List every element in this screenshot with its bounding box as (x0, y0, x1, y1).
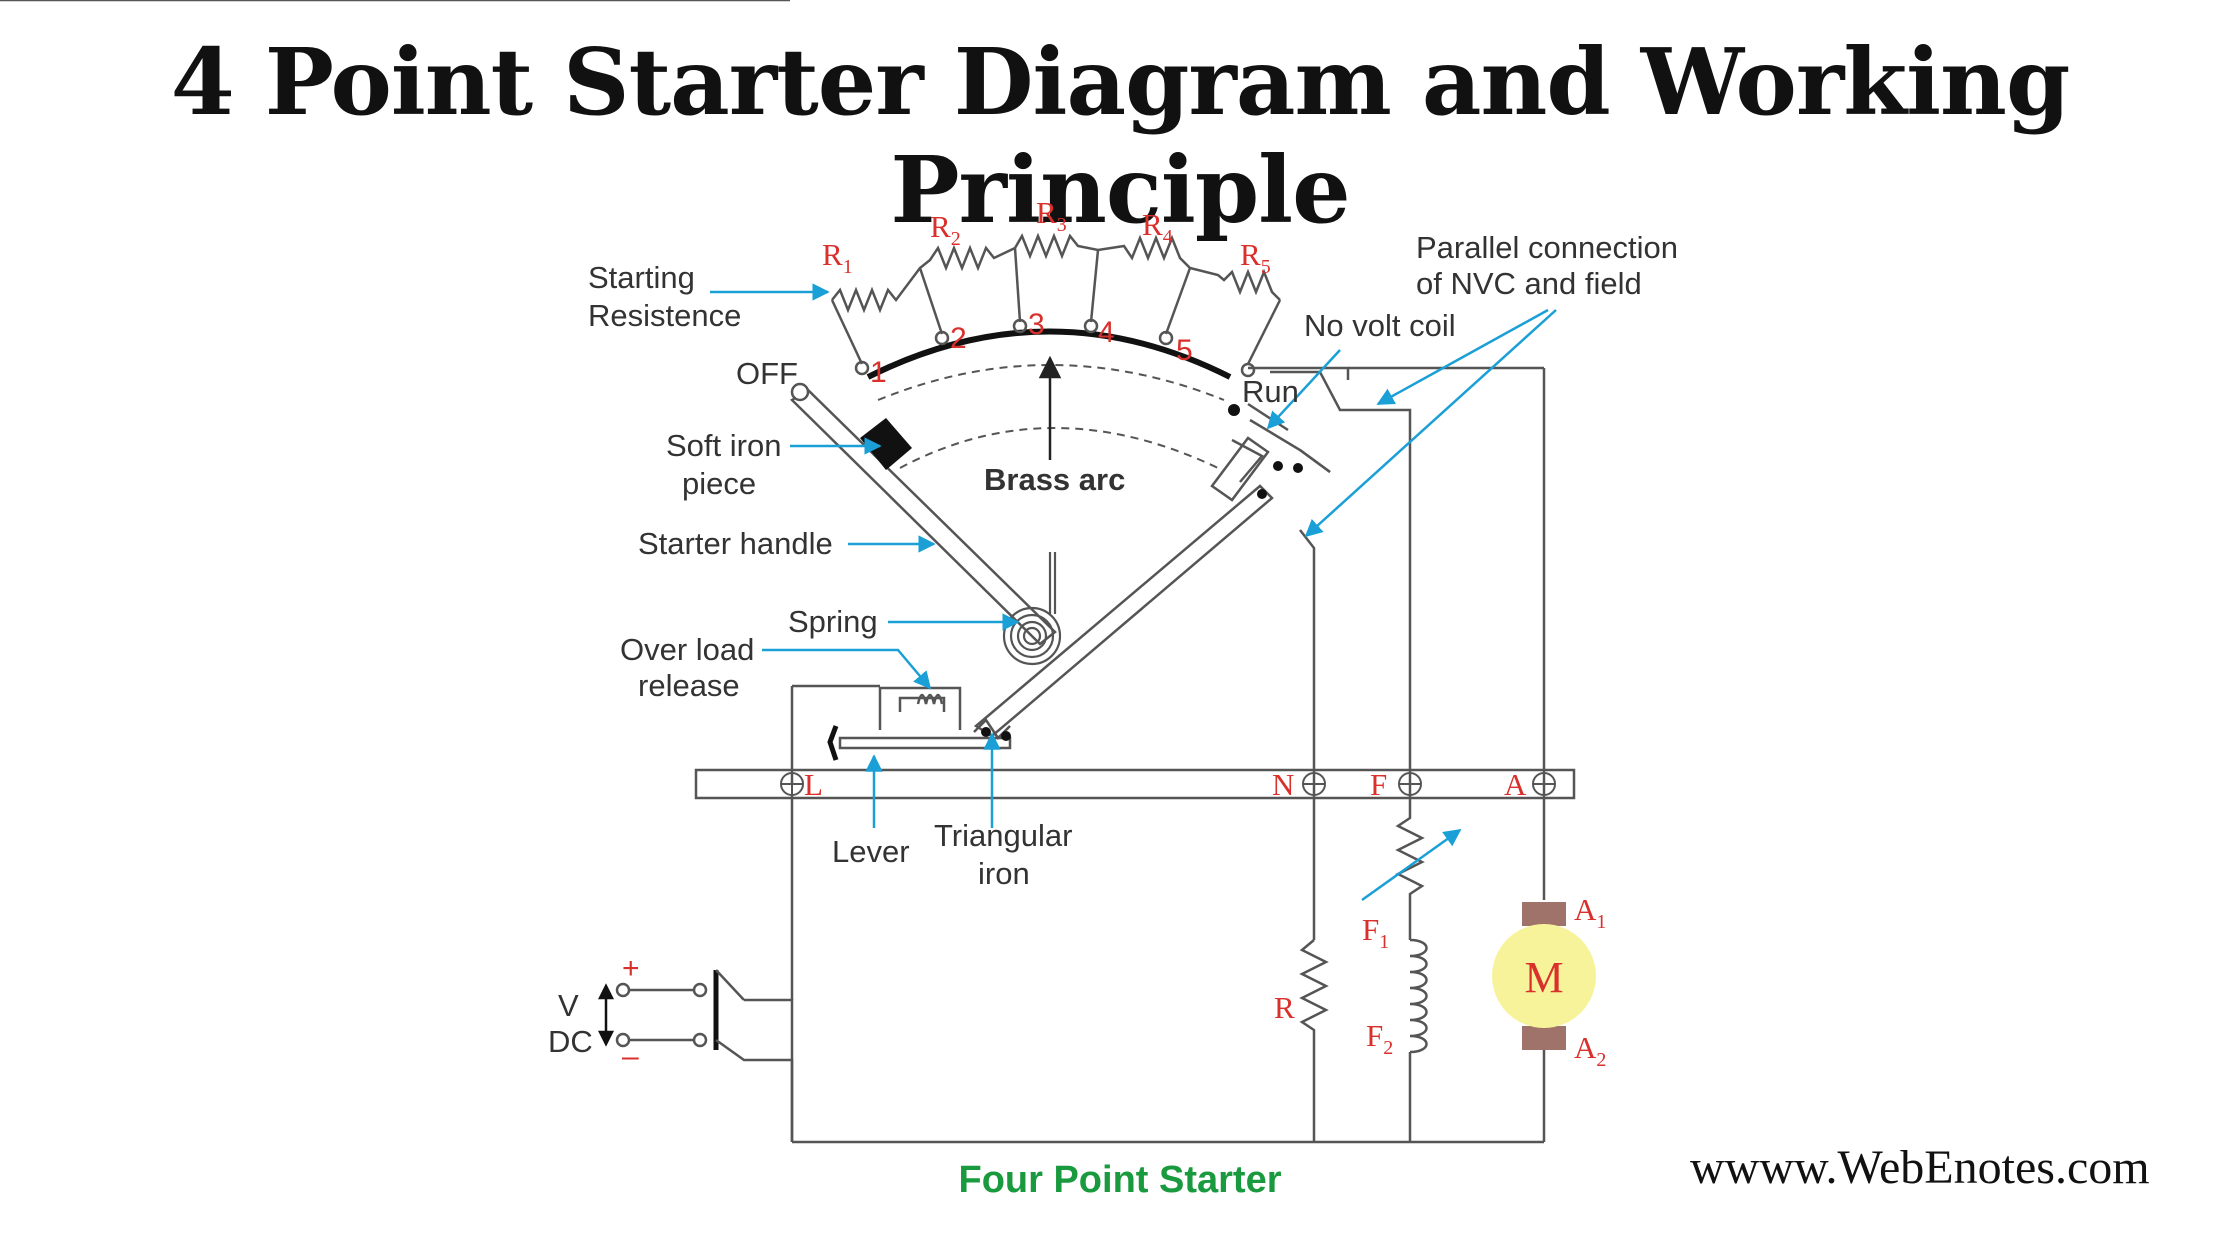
circuit-wires (744, 366, 1546, 1144)
label-lever: Lever (832, 834, 910, 869)
spring (1002, 552, 1062, 666)
resistor-label-2: R2 (930, 209, 961, 250)
stud-number-3: 3 (1028, 308, 1045, 341)
nvc-dot-2 (1293, 463, 1303, 473)
label-soft-iron-line1: Soft iron (666, 428, 781, 463)
brass-arc-dashed-outer (877, 364, 1225, 401)
brass-arc (866, 328, 1232, 380)
field-winding (1408, 938, 1428, 1060)
callout-arrows (710, 283, 1557, 828)
terminal-label-n: N (1272, 767, 1294, 802)
nvc-dot-1 (1273, 461, 1283, 471)
starting-resistance-chain (831, 232, 1281, 314)
field-rheostat-arrow (1361, 828, 1462, 902)
no-volt-coil-magnet (1210, 402, 1331, 502)
label-off: OFF (736, 356, 798, 391)
terminal-label-f: F (1370, 767, 1387, 802)
caption: Four Point Starter (958, 1159, 1281, 1201)
label-parallel-line2: of NVC and field (1416, 266, 1642, 301)
soft-iron-piece (860, 418, 912, 470)
handle-tip (790, 382, 810, 402)
label-v: V (558, 988, 579, 1023)
terminal-bar (694, 768, 1576, 800)
field-label-f2: F2 (1366, 1018, 1393, 1059)
lever (827, 725, 1012, 761)
motor-label: M (1524, 953, 1563, 1002)
label-plus: + (622, 952, 640, 985)
label-starting-resistance-line1: Starting (588, 260, 695, 295)
label-spring: Spring (788, 604, 878, 639)
tap-3 (1013, 247, 1022, 323)
stud-number-1: 1 (870, 356, 887, 389)
nvc-dot-3 (1257, 489, 1267, 499)
label-no-volt-coil: No volt coil (1304, 308, 1456, 343)
label-starting-resistance-line2: Resistence (588, 298, 741, 333)
label-minus: – (622, 1040, 639, 1073)
field-label-f1: F1 (1362, 912, 1389, 953)
stud-number-4: 4 (1098, 316, 1115, 349)
run-contact-dot (1228, 404, 1240, 416)
dc-supply-switch (615, 969, 794, 1142)
label-starter-handle: Starter handle (638, 526, 833, 561)
tap-2 (918, 267, 944, 335)
label-soft-iron-line2: piece (682, 466, 756, 501)
resistor-label-3: R3 (1036, 195, 1067, 236)
tap-5 (1164, 267, 1192, 335)
voltage-arrow (597, 983, 615, 1047)
terminal-label-a: A (1504, 767, 1527, 802)
stud-5 (1158, 330, 1174, 346)
brass-arc-dashed-inner (899, 427, 1219, 469)
motor-label-a1: A1 (1574, 892, 1606, 933)
stud-4 (1083, 318, 1099, 334)
stud-3 (1012, 318, 1028, 334)
resistor-label-r: R (1274, 990, 1295, 1025)
resistor-label-4: R4 (1142, 207, 1173, 248)
motor-armature (1492, 924, 1596, 1028)
label-over-load-line1: Over load (620, 632, 754, 667)
motor-brush-a1 (1522, 902, 1566, 926)
terminal-label-l: L (804, 767, 823, 802)
tap-run (1246, 299, 1282, 365)
nvc-series-resistor (1299, 939, 1329, 1040)
page-title: 4 Point Starter Diagram and Working Prin… (170, 28, 2071, 244)
label-triangular-line1: Triangular (934, 818, 1072, 853)
label-parallel-line1: Parallel connection (1416, 230, 1678, 265)
label-dc: DC (548, 1024, 593, 1059)
watermark: wwww.WebEnotes.com (1690, 1141, 2150, 1194)
label-triangular-line2: iron (978, 856, 1030, 891)
stud-number-5: 5 (1176, 334, 1193, 367)
stud-run (1240, 362, 1256, 378)
resistor-label-5: R5 (1240, 237, 1271, 278)
motor-label-a2: A2 (1574, 1030, 1606, 1071)
tap-1 (830, 299, 864, 365)
label-run: Run (1242, 374, 1299, 409)
field-rheostat (1395, 800, 1425, 940)
tap-4 (1089, 249, 1100, 323)
stud-number-2: 2 (950, 322, 967, 355)
stud-2 (934, 330, 950, 346)
motor-brush-a2 (1522, 1026, 1566, 1050)
resistor-label-1: R1 (822, 237, 853, 278)
label-brass-arc: Brass arc (984, 462, 1125, 497)
label-over-load-line2: release (638, 668, 740, 703)
stud-1 (854, 360, 870, 376)
